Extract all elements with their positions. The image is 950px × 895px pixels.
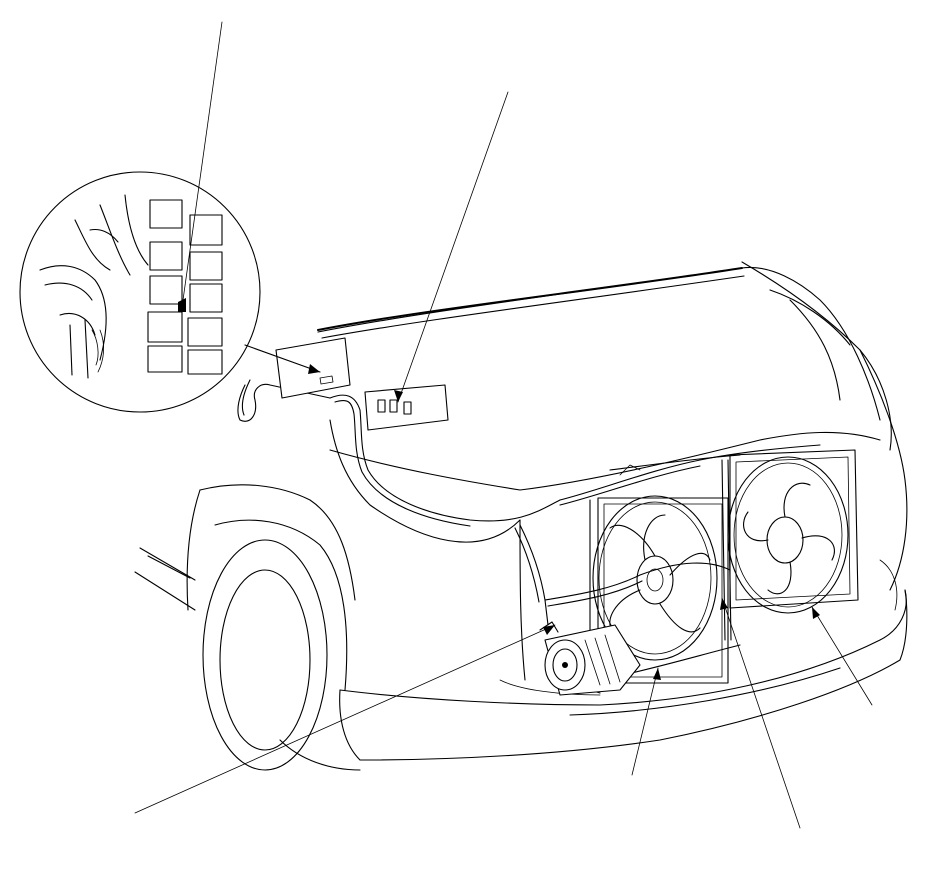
wire-harness bbox=[237, 379, 821, 626]
under-hood-fuse-relay-box bbox=[275, 337, 449, 431]
leader-relay-detail bbox=[182, 21, 223, 301]
inset-pointer-arrow bbox=[244, 344, 321, 374]
leader-ac-compressor bbox=[134, 624, 556, 814]
callout-leaders bbox=[134, 21, 873, 829]
condenser-fan-motor bbox=[592, 495, 729, 684]
ac-compressor bbox=[539, 621, 641, 696]
vehicle-body bbox=[134, 261, 908, 771]
leader-condenser-fan bbox=[631, 667, 659, 776]
hood-support-rod bbox=[317, 267, 743, 331]
radiator-fan-motor bbox=[727, 449, 859, 614]
leader-fan-shroud-connector bbox=[811, 606, 873, 706]
leader-fuse-relay-box bbox=[397, 91, 509, 403]
relay-box-detail-inset bbox=[19, 171, 261, 413]
leader-radiator-fan bbox=[721, 597, 801, 829]
